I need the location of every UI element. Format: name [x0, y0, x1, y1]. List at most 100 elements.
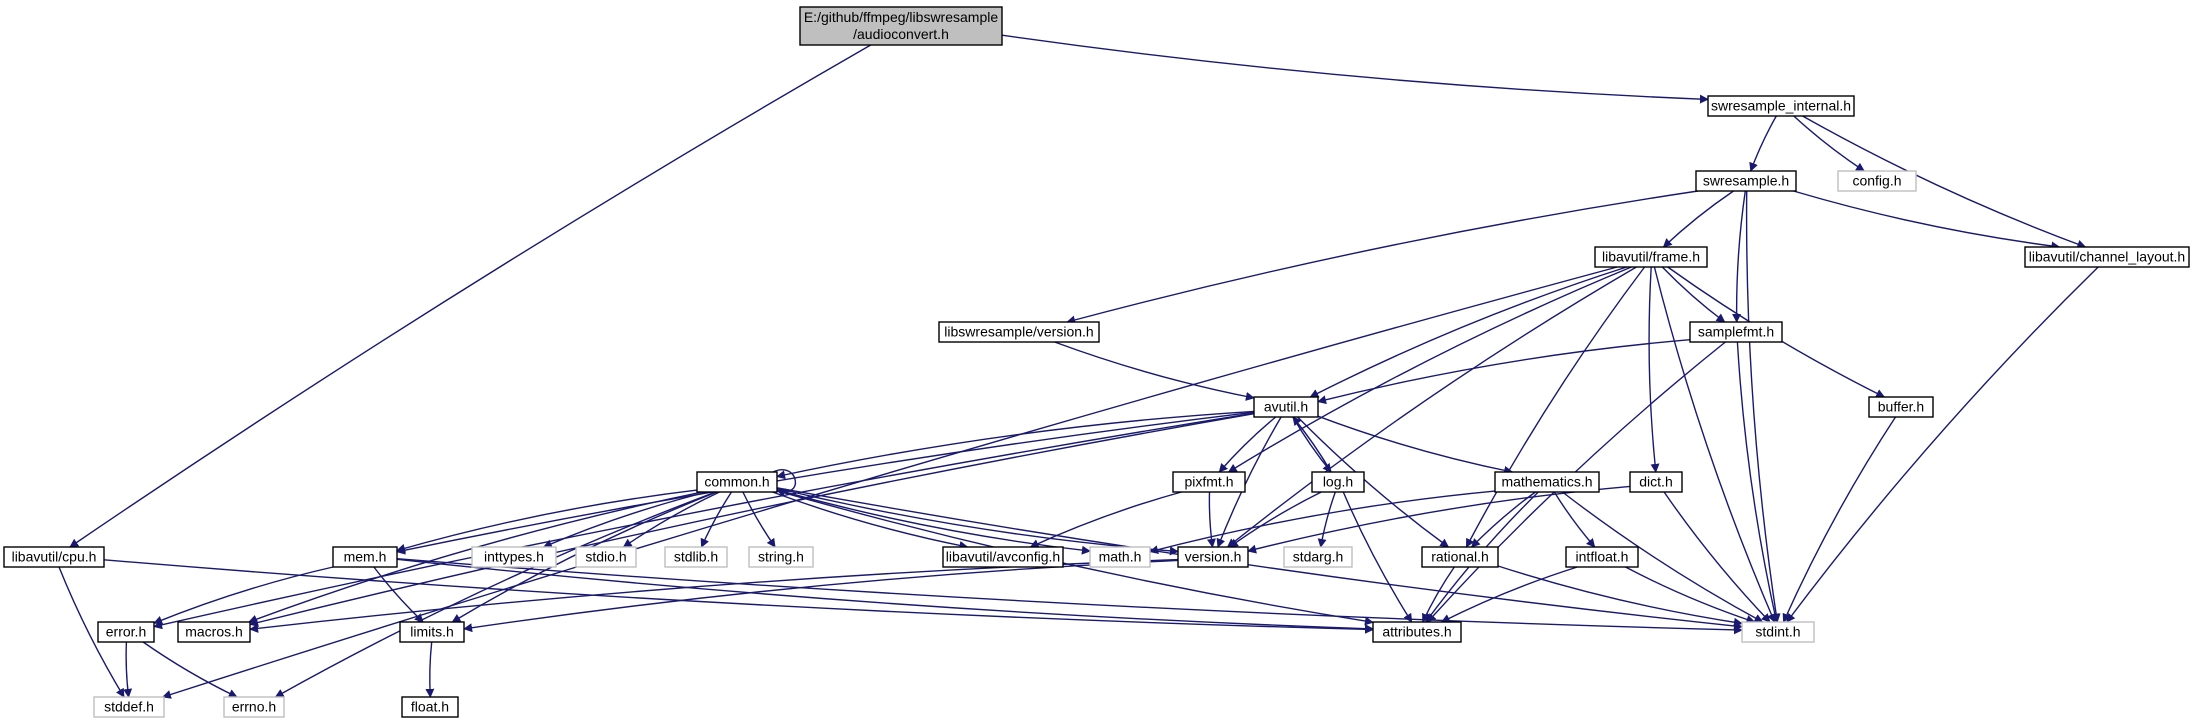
edge-avutil-to-common — [776, 410, 1255, 480]
node-samplefmt[interactable]: samplefmt.h — [1689, 321, 1783, 343]
node-box — [1421, 546, 1499, 568]
node-mathematics[interactable]: mathematics.h — [1494, 471, 1600, 493]
edge-avutil-to-rational — [1297, 416, 1450, 548]
edge-root-to-swr_internal — [1001, 34, 1709, 104]
edge-intfloat-to-attributes — [1440, 566, 1578, 623]
node-label: /audioconvert.h — [853, 26, 949, 42]
edge-intfloat-to-stdint — [1625, 566, 1756, 624]
node-box — [1837, 170, 1917, 192]
node-buffer[interactable]: buffer.h — [1868, 396, 1934, 418]
node-stdlib[interactable]: stdlib.h — [664, 546, 728, 568]
node-label: swresample_internal.h — [1711, 98, 1851, 114]
node-stdint[interactable]: stdint.h — [1741, 621, 1815, 643]
node-dict[interactable]: dict.h — [1629, 471, 1683, 493]
edge-swresample-to-samplefmt — [1732, 190, 1746, 323]
edge-common-to-avconfig — [772, 491, 969, 550]
node-box — [1372, 621, 1462, 643]
node-inttypes[interactable]: inttypes.h — [471, 546, 557, 568]
node-macros[interactable]: macros.h — [177, 621, 251, 643]
node-avutil[interactable]: avutil.h — [1253, 396, 1319, 418]
node-limits[interactable]: limits.h — [399, 621, 465, 643]
node-config[interactable]: config.h — [1837, 170, 1917, 192]
edge-common-to-stdlib — [700, 491, 733, 548]
edge-avutil-to-version — [1216, 416, 1282, 548]
node-box — [93, 696, 165, 718]
node-label: stdarg.h — [1293, 549, 1344, 565]
node-label: float.h — [411, 699, 449, 715]
node-error[interactable]: error.h — [97, 621, 155, 643]
node-label: errno.h — [232, 699, 276, 715]
node-label: stdlib.h — [674, 549, 718, 565]
node-version[interactable]: version.h — [1177, 546, 1249, 568]
node-label: mathematics.h — [1501, 474, 1592, 490]
node-label: avutil.h — [1264, 399, 1308, 415]
node-box — [942, 546, 1064, 568]
node-label: samplefmt.h — [1698, 324, 1774, 340]
edge-common-to-stdint — [776, 487, 1743, 631]
node-avconfig[interactable]: libavutil/avconfig.h — [942, 546, 1064, 568]
edge-mem-to-error — [153, 566, 334, 625]
node-swr-internal[interactable]: swresample_internal.h — [1707, 95, 1855, 117]
node-box — [1741, 621, 1815, 643]
edge-avutil-to-error — [153, 412, 1255, 630]
node-math[interactable]: math.h — [1089, 546, 1151, 568]
node-box — [1594, 246, 1708, 268]
edge-samplefmt-to-avutil — [1317, 339, 1691, 405]
node-box — [1707, 95, 1855, 117]
edge-frame-to-samplefmt — [1661, 266, 1726, 323]
edge-mem-to-limits — [373, 566, 424, 623]
node-string[interactable]: string.h — [748, 546, 814, 568]
edge-common-to-errno — [274, 491, 716, 698]
nodes-layer: E:/github/ffmpeg/libswresample/audioconv… — [3, 6, 2190, 718]
edge-channel_layout-to-stdint — [1786, 266, 2099, 623]
node-label: inttypes.h — [484, 549, 544, 565]
edge-version-to-limits — [463, 559, 1179, 633]
node-box — [1253, 396, 1319, 418]
node-pixfmt[interactable]: pixfmt.h — [1172, 471, 1246, 493]
node-cpu[interactable]: libavutil/cpu.h — [3, 546, 105, 568]
edge-dict-to-stdint — [1663, 491, 1771, 623]
node-label: swresample.h — [1703, 173, 1789, 189]
node-stddef[interactable]: stddef.h — [93, 696, 165, 718]
node-label: stdio.h — [585, 549, 626, 565]
edge-swr_internal-to-swresample — [1749, 115, 1777, 172]
edge-frame-to-stdint — [1653, 266, 1776, 623]
node-log[interactable]: log.h — [1311, 471, 1365, 493]
edge-avutil-to-macros — [249, 413, 1255, 627]
node-swresample[interactable]: swresample.h — [1695, 170, 1797, 192]
edge-common-to-inttypes — [542, 491, 708, 548]
node-root[interactable]: E:/github/ffmpeg/libswresample/audioconv… — [799, 6, 1003, 46]
node-box — [399, 621, 465, 643]
node-box — [177, 621, 251, 643]
node-frame[interactable]: libavutil/frame.h — [1594, 246, 1708, 268]
node-intfloat[interactable]: intfloat.h — [1565, 546, 1639, 568]
node-channel-layout[interactable]: libavutil/channel_layout.h — [2024, 246, 2190, 268]
node-label: E:/github/ffmpeg/libswresample — [804, 9, 998, 25]
node-mem[interactable]: mem.h — [332, 546, 398, 568]
node-label: config.h — [1852, 173, 1901, 189]
edge-mathematics-to-intfloat — [1553, 491, 1596, 548]
node-errno[interactable]: errno.h — [223, 696, 285, 718]
node-box — [696, 471, 778, 493]
edge-avutil-to-mathematics — [1317, 415, 1514, 475]
node-label: libavutil/frame.h — [1602, 249, 1700, 265]
edge-frame-to-pixfmt — [1227, 266, 1632, 473]
node-box — [1689, 321, 1783, 343]
node-attributes[interactable]: attributes.h — [1372, 621, 1462, 643]
node-stdio[interactable]: stdio.h — [575, 546, 637, 568]
edge-common-to-math — [776, 489, 1091, 555]
edge-frame-to-stddef — [161, 266, 1618, 699]
node-swr-version[interactable]: libswresample/version.h — [938, 321, 1100, 343]
edge-frame-to-rational — [1465, 266, 1646, 548]
edge-rational-to-attributes — [1422, 566, 1455, 623]
node-label: string.h — [758, 549, 804, 565]
node-common[interactable]: common.h — [696, 471, 778, 493]
node-box — [575, 546, 637, 568]
node-box — [1177, 546, 1249, 568]
node-float[interactable]: float.h — [401, 696, 459, 718]
node-stdarg[interactable]: stdarg.h — [1283, 546, 1353, 568]
node-rational[interactable]: rational.h — [1421, 546, 1499, 568]
node-box — [938, 321, 1100, 343]
edge-common-to-mem — [396, 489, 698, 553]
